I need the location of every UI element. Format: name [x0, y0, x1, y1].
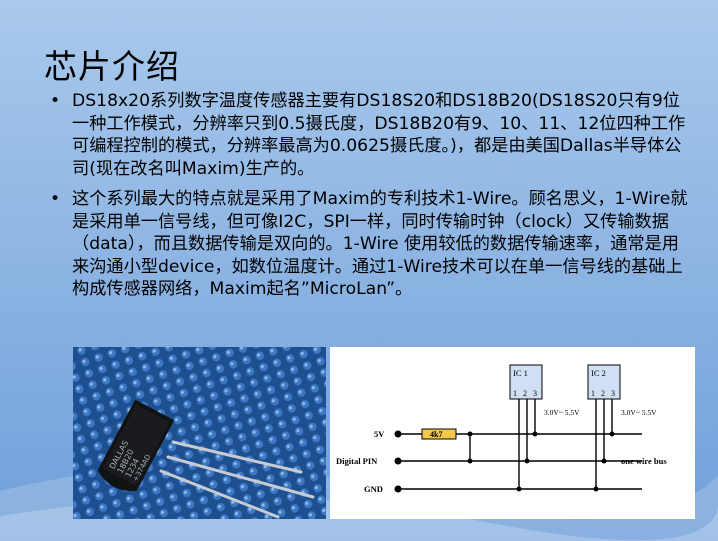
bullet-marker: • — [50, 91, 61, 111]
ic2-pin-1: 1 — [591, 389, 595, 398]
label-5v: 5V — [374, 429, 385, 439]
label-digital-pin: Digital PIN — [336, 456, 378, 466]
bullet-list: • DS18x20系列数字温度传感器主要有DS18S20和DS18B20(DS1… — [50, 90, 690, 309]
ic2-pin-3: 3 — [611, 389, 615, 398]
terminal-digital — [394, 457, 402, 465]
ic1-box — [509, 364, 543, 400]
ic1-pin-1: 1 — [513, 389, 517, 398]
ic2-box — [587, 364, 621, 400]
circuit-diagram-svg: IC 1 1 2 3 IC 2 1 2 3 3.0V~ 5.5V 3.0V~ 5… — [336, 364, 667, 494]
circuit-diagram: IC 1 1 2 3 IC 2 1 2 3 3.0V~ 5.5V 3.0V~ 5… — [330, 347, 695, 519]
sensor-photo-image: DALLAS 18B20 1234 +374AD — [73, 347, 326, 519]
bullet-item: • DS18x20系列数字温度传感器主要有DS18S20和DS18B20(DS1… — [50, 90, 690, 180]
bullet-item: • 这个系列最大的特点就是采用了Maxim的专利技术1-Wire。顾名思义，1-… — [50, 188, 690, 301]
junction — [467, 458, 473, 464]
ic1-pin-3: 3 — [533, 389, 537, 398]
ic1-label: IC 1 — [513, 368, 528, 378]
junction — [609, 431, 615, 437]
resistor — [421, 428, 457, 440]
resistor-label: 4k7 — [430, 430, 442, 439]
ic1-pin-2: 2 — [523, 389, 527, 398]
sensor-photo: DALLAS 18B20 1234 +374AD — [73, 347, 326, 519]
ic2-pin-2: 2 — [601, 389, 605, 398]
terminal-5v — [394, 430, 402, 438]
slide-title: 芯片介绍 — [44, 47, 180, 86]
ic2-label: IC 2 — [591, 368, 606, 378]
junction — [532, 431, 538, 437]
ic2-voltage: 3.0V~ 5.5V — [621, 408, 657, 417]
junction — [467, 431, 473, 437]
bullet-text: 这个系列最大的特点就是采用了Maxim的专利技术1-Wire。顾名思义，1-Wi… — [72, 189, 688, 299]
junction — [516, 486, 522, 492]
bullet-marker: • — [50, 189, 61, 209]
bullet-text: DS18x20系列数字温度传感器主要有DS18S20和DS18B20(DS18S… — [72, 91, 686, 179]
junction — [524, 458, 530, 464]
junction — [593, 486, 599, 492]
terminal-gnd — [394, 485, 402, 493]
label-gnd: GND — [364, 484, 383, 494]
label-one-wire-bus: one wire bus — [621, 456, 667, 466]
sensor-leads — [159, 440, 315, 519]
junction — [601, 458, 607, 464]
ic1-voltage: 3.0V~ 5.5V — [544, 408, 580, 417]
